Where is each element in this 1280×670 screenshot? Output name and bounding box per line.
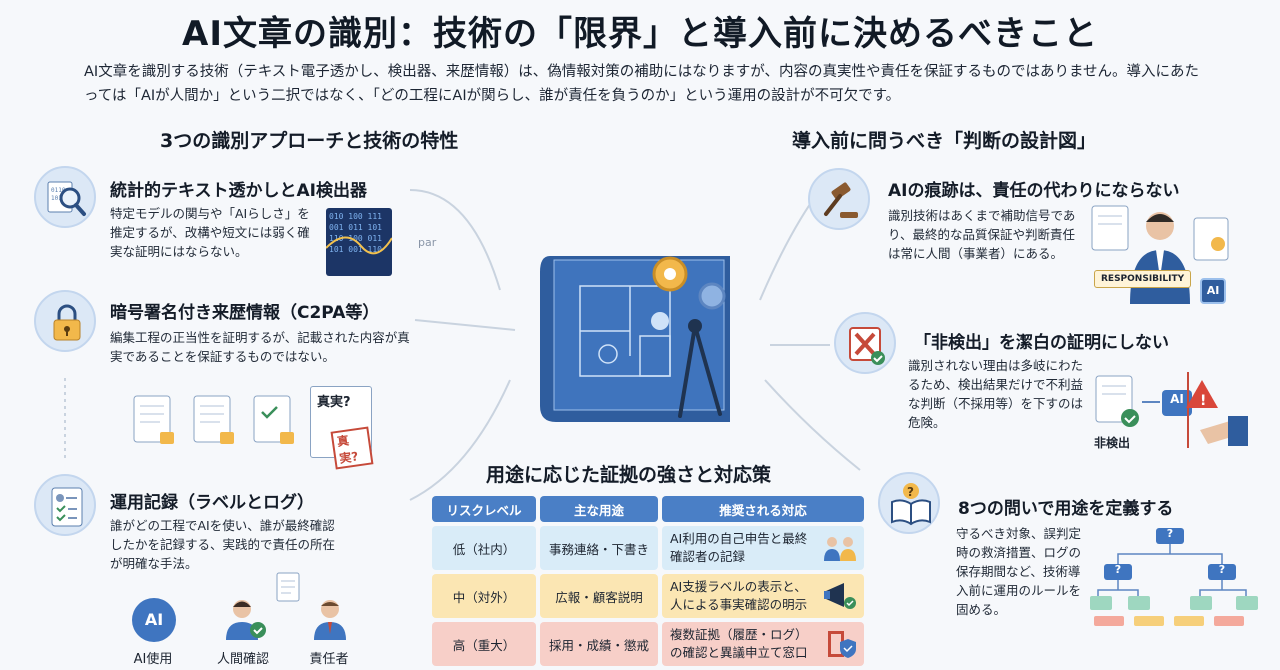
right-section-heading: 導入前に問うべき「判断の設計図」 xyxy=(792,130,1097,152)
risk-level-cell: 低（社内） xyxy=(432,526,536,570)
right-item-3-title: 8つの問いで用途を定義する xyxy=(958,499,1174,519)
header-main-use: 主な用途 xyxy=(540,496,658,522)
person-check-icon xyxy=(226,600,266,640)
people-label-ai: AI使用 xyxy=(133,652,173,667)
megaphone-icon xyxy=(824,583,856,609)
door-shield-icon xyxy=(828,631,856,658)
document-icon xyxy=(276,572,300,602)
risk-table: リスクレベル 主な用途 推奨される対応 低（社内） 事務連絡・下書き AI利用の… xyxy=(428,492,868,670)
right-item-2-text: 識別されない理由は多岐にわたるため、検出結果だけで不利益な判断（不採用等）を下す… xyxy=(908,358,1084,430)
response-cell: 複数証拠（履歴・ログ）の確認と異議申立て窓口 xyxy=(662,622,864,666)
table-row: 低（社内） 事務連絡・下書き AI利用の自己申告と最終確認者の記録 xyxy=(432,526,864,570)
responsibility-label: RESPONSIBILITY xyxy=(1094,270,1192,288)
left-item-1-title: 統計的テキスト透かしとAI検出器 xyxy=(110,181,367,201)
blueprint-illustration xyxy=(540,256,730,422)
response-text: AI支援ラベルの表示と、人による事実確認の明示 xyxy=(670,579,808,612)
use-cell: 事務連絡・下書き xyxy=(540,526,658,570)
ai-chip: AI xyxy=(1200,278,1226,304)
magnifier-icon: 0110 1010 xyxy=(34,166,96,228)
left-item-1-text: 特定モデルの関与や「AIらしさ」を推定するが、改構や短文には弱く確実な証明にはな… xyxy=(110,206,310,259)
undetected-illustration: ! xyxy=(1095,372,1248,448)
risk-level-cell: 高（重大） xyxy=(432,622,536,666)
tree-mark-top: ? xyxy=(1166,527,1174,540)
binary-graphic: 010 100 111 001 011 101 110 100 011 101 … xyxy=(326,208,392,276)
response-text: AI利用の自己申告と最終確認者の記録 xyxy=(670,531,808,564)
header-response: 推奨される対応 xyxy=(662,496,864,522)
table-row: 中（対外） 広報・顧客説明 AI支援ラベルの表示と、人による事実確認の明示 xyxy=(432,574,864,618)
responsible-person-icon xyxy=(314,600,346,640)
use-cell: 採用・成績・懲戒 xyxy=(540,622,658,666)
question-tree-diagram xyxy=(1090,528,1258,626)
right-item-3-text: 守るべき対象、誤判定時の救済措置、ログの保存期間など、技術導入前に運用のルールを… xyxy=(956,526,1082,617)
book-question-icon: ? xyxy=(878,472,940,534)
risk-level-cell: 中（対外） xyxy=(432,574,536,618)
response-cell: AI支援ラベルの表示と、人による事実確認の明示 xyxy=(662,574,864,618)
left-section-heading: 3つの識別アプローチと技術の特性 xyxy=(160,130,459,152)
left-item-2-text: 編集工程の正当性を証明するが、記載された内容が真実であることを保証するものではな… xyxy=(110,330,410,364)
left-item-2-title: 暗号署名付き来歴情報（C2PA等） xyxy=(110,303,380,323)
right-item-2-title: 「非検出」を潔白の証明にしない xyxy=(914,333,1169,353)
response-text: 複数証拠（履歴・ログ）の確認と異議申立て窓口 xyxy=(670,627,808,660)
locked-documents-icon xyxy=(133,395,294,444)
svg-text:0110: 0110 xyxy=(51,187,66,194)
lock-icon xyxy=(34,290,96,352)
truth-doc-label-1: 真実? xyxy=(317,395,351,410)
table-header-row: リスクレベル 主な用途 推奨される対応 xyxy=(432,496,864,522)
par-label: par xyxy=(418,236,437,249)
people-label-human: 人間確認 xyxy=(216,652,269,667)
response-cell: AI利用の自己申告と最終確認者の記録 xyxy=(662,526,864,570)
svg-text:!: ! xyxy=(1200,393,1206,409)
svg-text:?: ? xyxy=(907,485,914,499)
error-document-icon xyxy=(834,312,896,374)
left-item-3-title: 運用記録（ラベルとログ） xyxy=(110,493,314,513)
ai-tag: AI xyxy=(1170,392,1184,406)
intro-text: AI文章を識別する技術（テキスト電子透かし、検出器、来歴情報）は、偽情報対策の補… xyxy=(84,64,1200,104)
use-cell: 広報・顧客説明 xyxy=(540,574,658,618)
ai-badge-label: AI xyxy=(144,610,164,629)
left-item-3-text: 誰がどの工程でAIを使い、誰が最終確認したかを記録する、実践的で責任の所在が明確… xyxy=(110,518,336,571)
people-label-owner: 責任者 xyxy=(309,652,349,667)
svg-text:1010: 1010 xyxy=(51,195,66,202)
header-risk-level: リスクレベル xyxy=(432,496,536,522)
businessperson-icon xyxy=(1091,205,1229,304)
checklist-icon xyxy=(34,474,96,536)
ai-badge: AI xyxy=(132,598,176,642)
tree-mark-right: ? xyxy=(1218,563,1226,576)
people-icon xyxy=(824,537,856,561)
table-row: 高（重大） 採用・成績・懲戒 複数証拠（履歴・ログ）の確認と異議申立て窓口 xyxy=(432,622,864,666)
page-title: AI文章の識別：技術の「限界」と導入前に決めるべきこと xyxy=(182,14,1098,54)
truth-doc-label-2: 真実? xyxy=(330,426,374,470)
right-item-1-text: 識別技術はあくまで補助信号であり、最終的な品質保証や判断責任は常に人間（事業者）… xyxy=(888,208,1076,261)
gavel-icon xyxy=(808,168,870,230)
truth-document: 真実? 真実? xyxy=(310,386,374,470)
undetected-label: 非検出 xyxy=(1094,436,1131,450)
binary-text: 010 100 111 001 011 101 110 100 011 101 … xyxy=(329,212,382,254)
tree-mark-left: ? xyxy=(1114,563,1122,576)
table-heading: 用途に応じた証拠の強さと対応策 xyxy=(486,464,772,486)
right-item-1-title: AIの痕跡は、責任の代わりにならない xyxy=(888,181,1180,201)
